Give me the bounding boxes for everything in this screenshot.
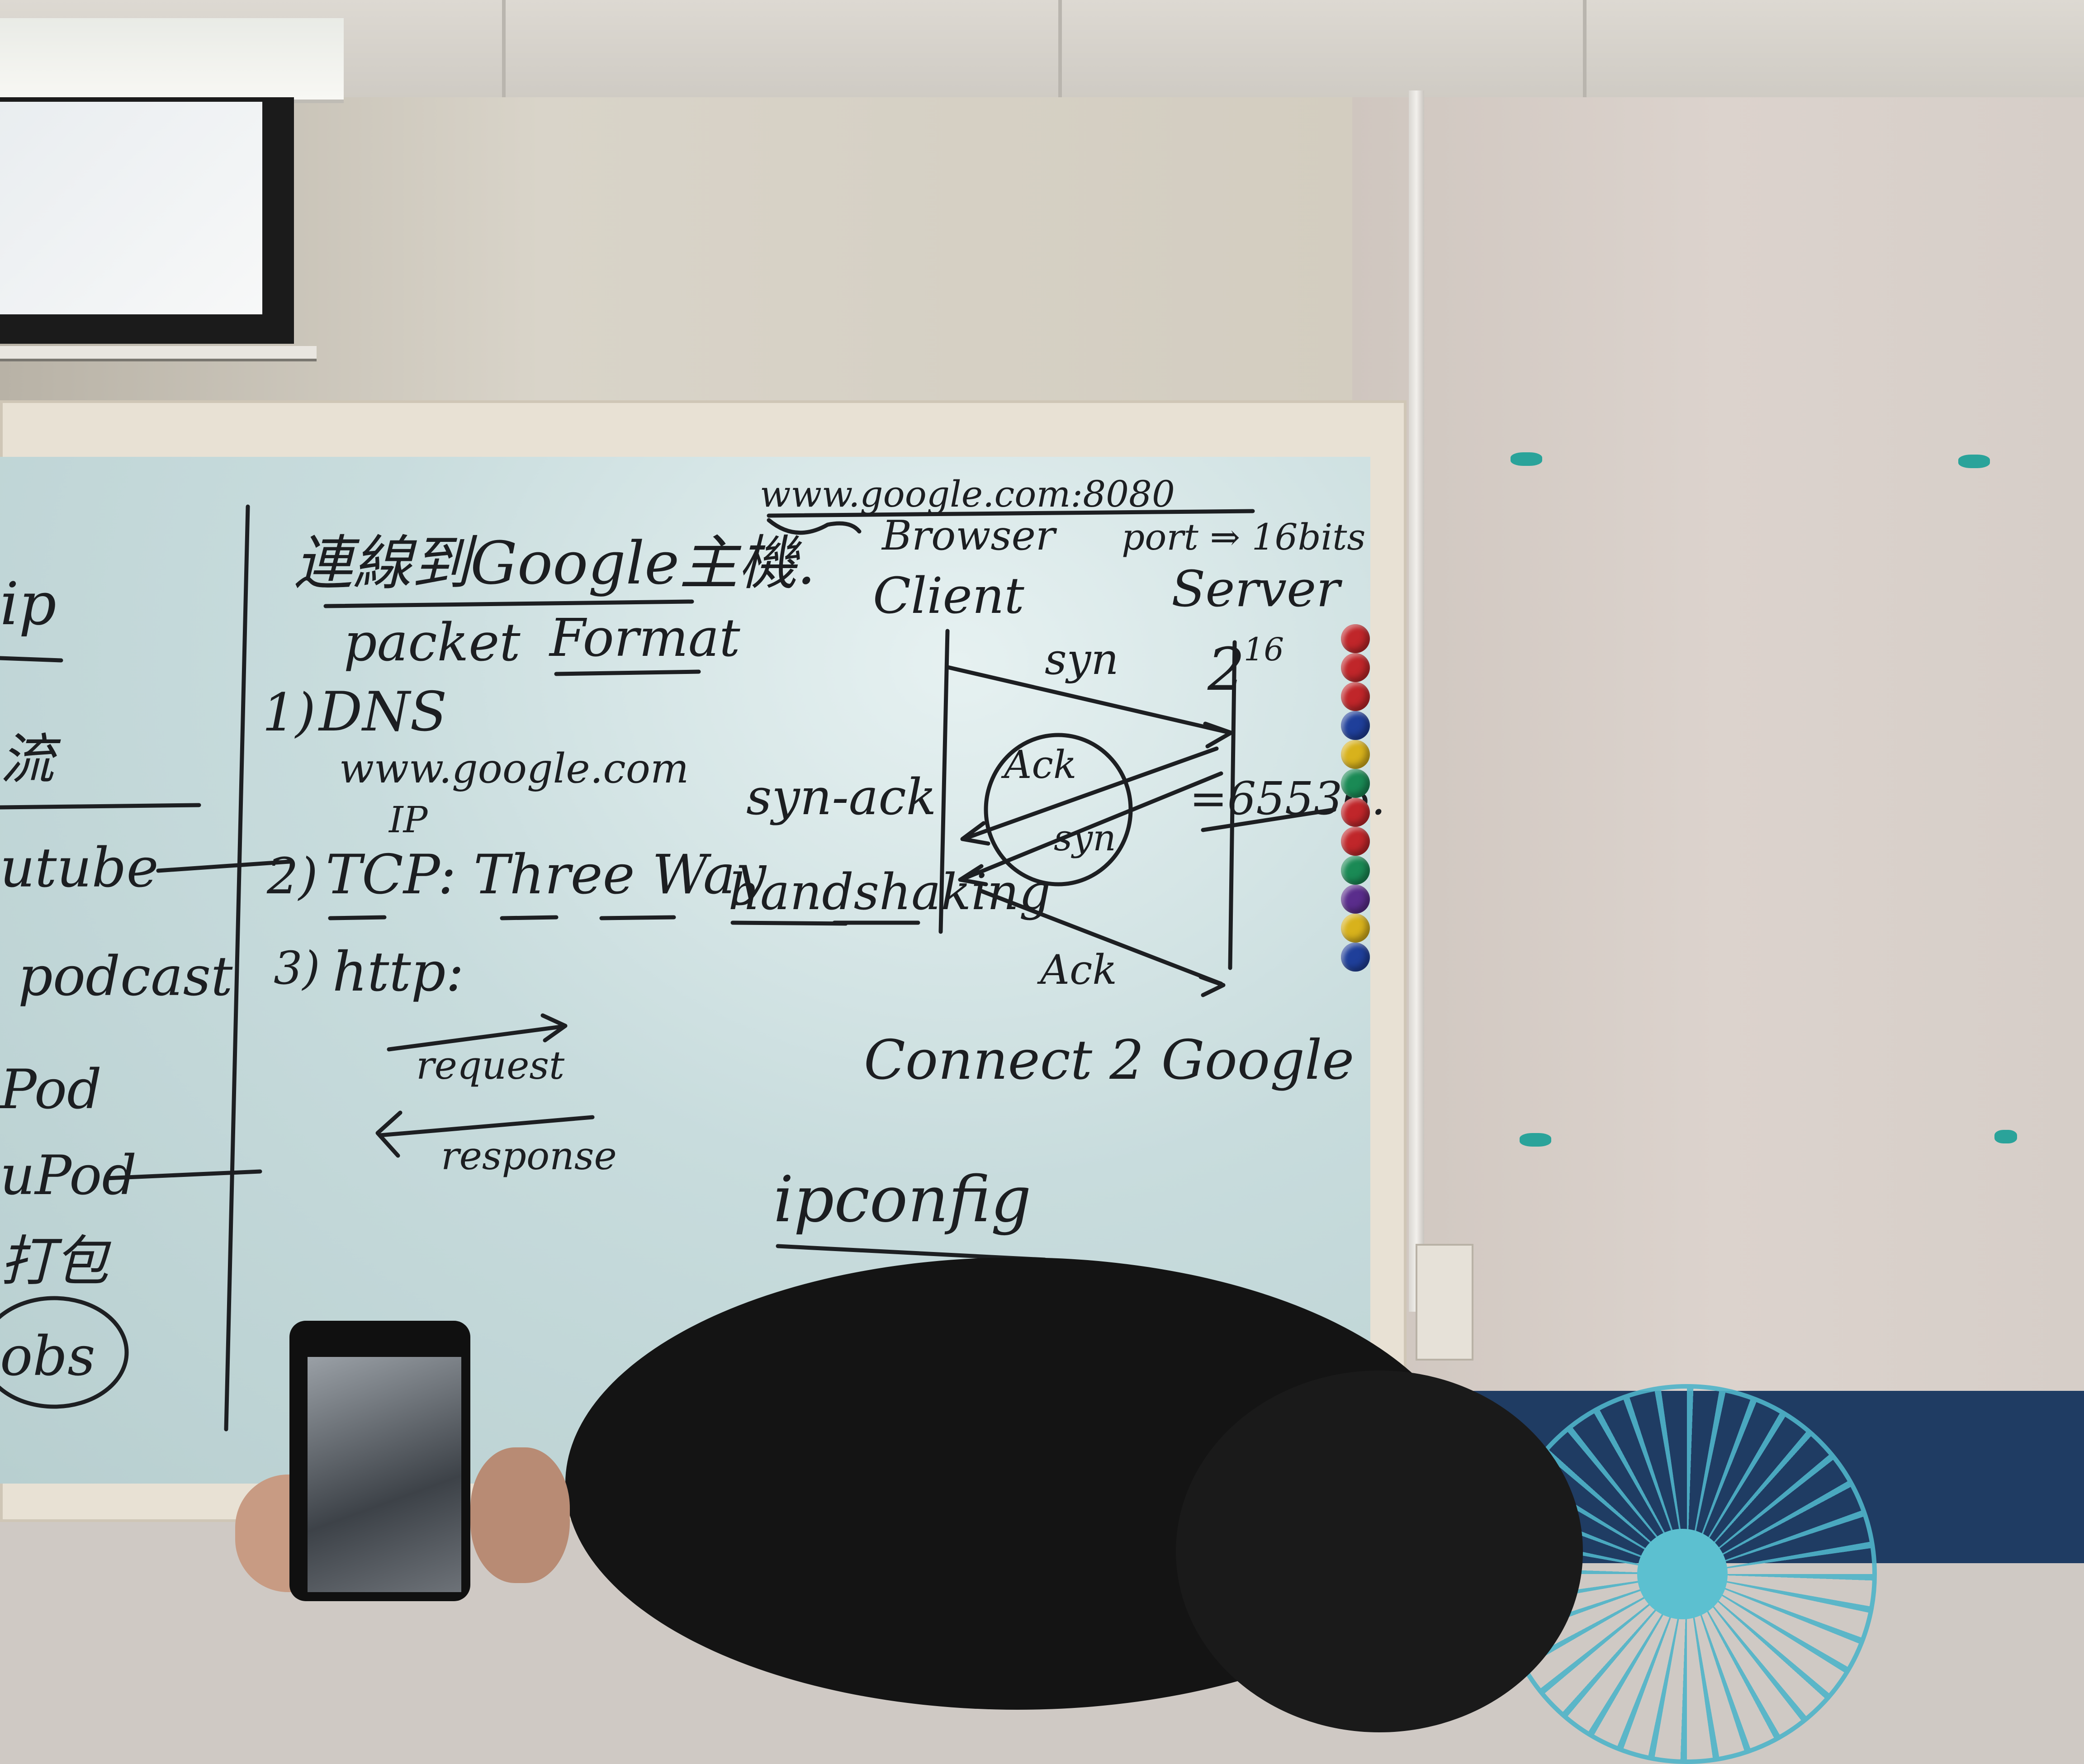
projector-screen-surface [0,102,262,314]
divider-line [224,504,250,1432]
magnet-blue[interactable] [1341,943,1370,972]
step-2-number: 2) [266,847,318,905]
ceiling-tile-seam [1583,0,1587,97]
step-2-underlines [328,915,676,920]
tape-mark [1994,1130,2017,1143]
student-head [1176,1370,1583,1732]
fan-hub [1637,1529,1728,1619]
response-label: response [441,1134,617,1179]
syn-inner-label: syn [1054,817,1116,859]
port-bits: port ⇒ 16bits [1122,516,1365,558]
server-label: Server [1171,560,1343,618]
step-1-number: 1) [262,683,316,743]
syn-ack-arrow-1 [960,746,1219,846]
magnet-red[interactable] [1341,653,1370,682]
wall-outlet [1416,1244,1473,1361]
url-port: www.google.com:8080 [760,473,1175,515]
request-label: request [416,1043,565,1088]
syn-ack-label: syn-ack [746,768,936,826]
arrow-line [156,859,292,873]
board-title: 連線到Google主機. [294,529,815,597]
response-arrow [375,1110,595,1158]
request-arrow [387,1013,568,1052]
connect-google: Connect 2 Google [864,1029,1354,1092]
syn-arrow [945,665,1233,749]
magnet-strip [1336,624,1377,977]
server-timeline [1228,640,1237,970]
handshaking-underline [730,920,920,926]
step-1-text: DNS [318,681,447,744]
step-1-ip: IP [388,799,428,841]
left-word-pod: Pod [0,1058,102,1121]
tape-mark [1520,1133,1551,1147]
circle-obs [0,1296,129,1409]
magnet-green[interactable] [1341,769,1370,798]
tape-mark [1958,455,1990,468]
magnet-green[interactable] [1341,856,1370,885]
client-label: Client [873,567,1024,625]
exponent: 16 [1244,631,1284,668]
format-label: Format [549,608,740,669]
ack-inner-label: Ack [1001,743,1077,787]
hand [470,1447,570,1583]
ack-bottom-label: Ack [1037,946,1117,994]
url-underline [767,509,1255,518]
left-word-pack: 打包 [0,1230,112,1293]
title-underline [323,599,694,608]
ceiling [0,0,2084,97]
magnet-yellow[interactable] [1341,740,1370,769]
left-word-ip: ip [0,569,57,638]
magnet-red[interactable] [1341,827,1370,856]
ack-syn-circle [984,733,1133,887]
left-word-flow: 流 [0,728,61,791]
syn-label: syn [1045,635,1119,684]
ipconfig-label: ipconfig [773,1163,1031,1237]
ceiling-tile-seam [1058,0,1062,97]
packet-label: packet [344,612,521,673]
format-underline [554,669,701,676]
arrow-line [104,1169,262,1181]
left-word-podcast: podcast [18,945,233,1008]
magnet-purple[interactable] [1341,885,1370,914]
magnet-red[interactable] [1341,798,1370,827]
underline [0,656,63,663]
projector-screen-bar [0,346,317,361]
ceiling-light [0,18,344,103]
browser-label: Browser [881,512,1057,560]
handshaking-label: handshaking [728,863,1051,921]
phone-screen [308,1357,461,1592]
brace [767,518,862,535]
ack-arrow [979,889,1226,997]
magnet-blue[interactable] [1341,711,1370,740]
step-3-text: http: [332,941,464,1004]
wall-right [1352,97,2084,1391]
left-word-upod: uPod [0,1144,137,1207]
magnet-yellow[interactable] [1341,914,1370,943]
ceiling-tile-seam [502,0,506,97]
step-3-number: 3) [274,942,320,995]
underline [0,803,201,810]
left-word-utube: utube [0,837,159,900]
two-power: 2 [1207,635,1245,704]
whiteboard-writing: ip 流 utube podcast Pod uPod 打包 obs 連線到Go… [0,473,1386,1432]
wall-pipe [1409,90,1424,1312]
client-timeline [938,629,950,934]
step-1-domain: www.google.com [339,745,689,792]
tape-mark [1511,452,1542,466]
left-word-obs: obs [0,1325,95,1388]
magnet-red[interactable] [1341,624,1370,653]
step-2-text: TCP: Three Way [326,844,767,906]
max-port-underline [1201,807,1336,832]
magnet-red[interactable] [1341,682,1370,711]
